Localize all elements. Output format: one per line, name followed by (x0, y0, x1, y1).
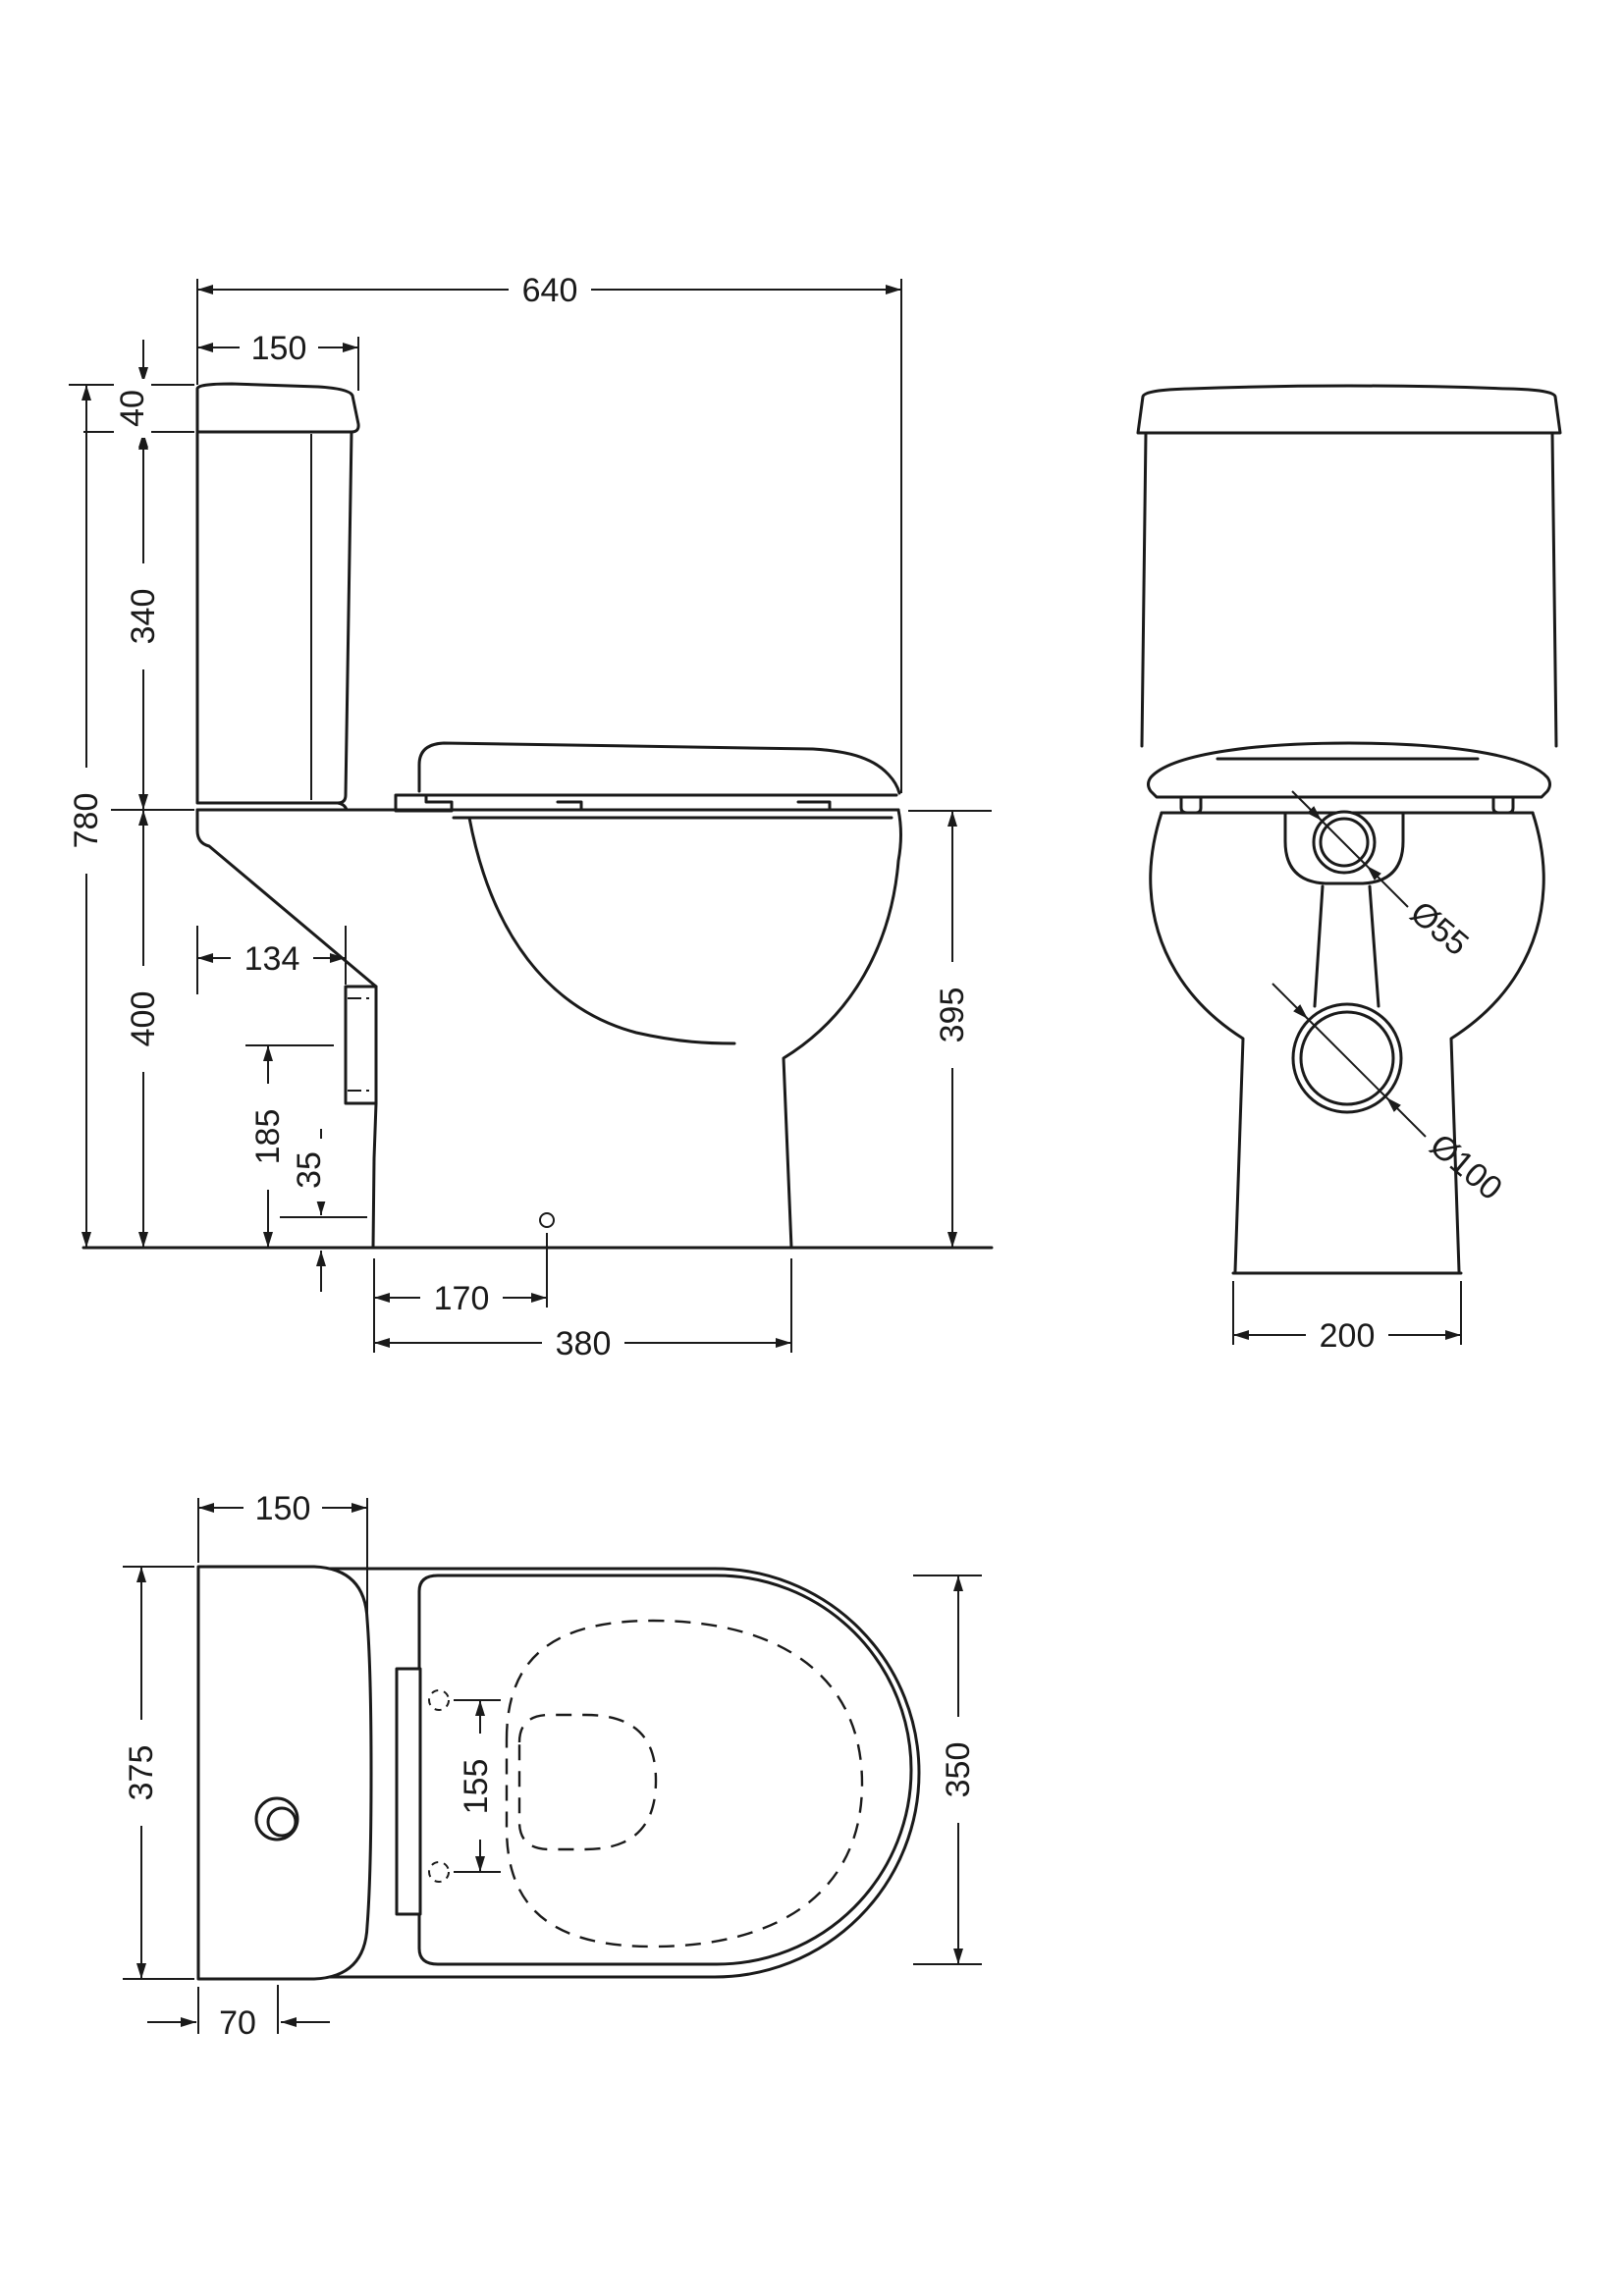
dim-outlet-diameter: Ø100 (1423, 1127, 1509, 1208)
seat-opening-dashed (505, 1619, 864, 1949)
inlet-recess (1283, 811, 1405, 885)
dimline-inlet-a (1291, 790, 1323, 822)
bowl-right-profile (1449, 811, 1545, 1273)
flush-button-inner (266, 1806, 298, 1838)
bowl-sump-dashed (517, 1713, 658, 1851)
dimline-inlet-b (1366, 865, 1409, 908)
cistern-body-side (195, 430, 353, 805)
dim-inlet-diameter: Ø55 (1403, 894, 1476, 963)
dim-pan-height: 400 (125, 991, 162, 1047)
cistern-plan (196, 1565, 373, 1981)
dim-seat-width: 350 (940, 1742, 977, 1798)
valve-neck-right (1368, 884, 1380, 1008)
dim-base-depth: 380 (556, 1325, 612, 1362)
seat-pad-front (796, 800, 832, 812)
pedestal-back-edge (371, 1101, 378, 1250)
bowl-front-profile (782, 808, 902, 1250)
cistern-body-front-right (1550, 431, 1558, 748)
front-view: Ø55 Ø100 200 (1136, 384, 1562, 1355)
valve-neck-left (1313, 884, 1325, 1008)
dim-fixing-offset: 170 (434, 1280, 490, 1317)
hinge-hole-top (428, 1689, 450, 1711)
dim-overall-height: 780 (68, 793, 105, 849)
dim-overall-depth: 640 (522, 272, 578, 309)
bowl-interior-curve (467, 816, 736, 1045)
hinge-hole-bottom (428, 1861, 450, 1883)
dim-lid-height: 40 (114, 390, 151, 427)
seat-front (1147, 741, 1551, 799)
fixing-hole (539, 1212, 555, 1228)
seat-hinge-bump-left (1179, 795, 1203, 815)
dim-hinge-spacing: 155 (458, 1759, 495, 1815)
outlet-hole-inner (1299, 1010, 1395, 1106)
seat-hinge-bracket (394, 793, 454, 813)
cistern-lid-side (195, 382, 360, 434)
side-view: 640 150 40 340 780 400 134 185 35 170 38… (68, 272, 994, 1362)
dim-cistern-width: 375 (123, 1745, 160, 1801)
dim-fixing-height: 35 (291, 1151, 328, 1189)
seat-side-profile (417, 741, 901, 795)
dim-outlet-offset: 134 (244, 940, 300, 978)
cistern-lid-front (1136, 384, 1562, 435)
dim-outlet-height: 185 (249, 1109, 287, 1165)
cistern-body-front-left (1140, 431, 1148, 748)
bowl-left-profile (1149, 811, 1245, 1273)
dimline-outlet-b (1385, 1096, 1427, 1138)
dim-cistern-depth: 150 (251, 330, 307, 367)
dim-plan-cistern-depth: 150 (255, 1490, 311, 1527)
dim-base-width: 200 (1320, 1317, 1376, 1355)
dimline-inlet-chord (1321, 820, 1368, 867)
seat-hinge-bar-plan (395, 1667, 422, 1916)
dimline-outlet-chord (1307, 1018, 1387, 1098)
dim-rear-gap: 70 (219, 2004, 256, 2042)
seat-lid-plan (417, 1574, 913, 1966)
flush-button-outer (254, 1796, 299, 1842)
inlet-hole-inner (1319, 817, 1370, 868)
dim-rim-height: 395 (934, 988, 971, 1043)
pan-back-edge (195, 808, 378, 988)
seat-pad-rear (556, 800, 583, 812)
seat-hinge-bump-right (1491, 795, 1515, 815)
soil-spigot (344, 985, 378, 1105)
dim-tank-height: 340 (125, 589, 162, 645)
dimline-outlet-a (1271, 983, 1309, 1020)
plan-view: 150 375 155 350 70 (123, 1490, 982, 2042)
